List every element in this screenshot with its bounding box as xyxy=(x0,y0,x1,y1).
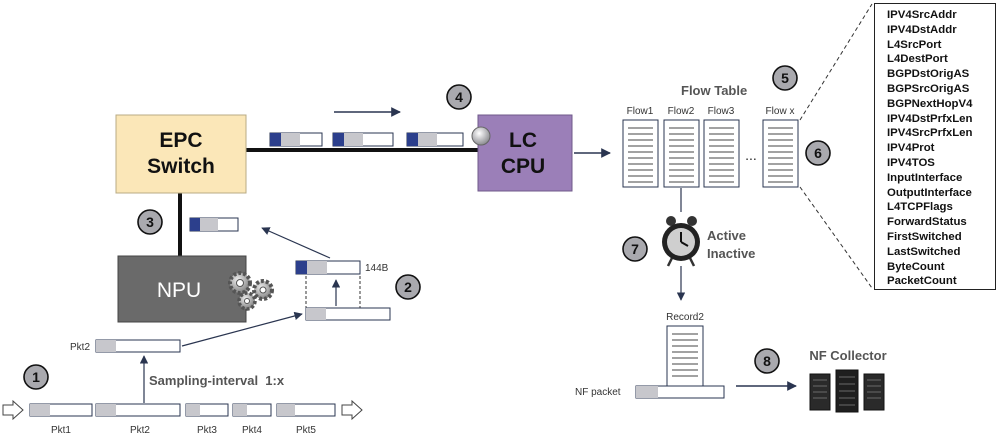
svg-text:7: 7 xyxy=(631,241,639,257)
flow-record-x xyxy=(762,119,799,188)
packet-in-npu xyxy=(305,307,391,321)
field-item: FirstSwitched xyxy=(887,230,962,243)
lc-cpu-label-1: LC xyxy=(509,129,537,152)
step-badge-8: 8 xyxy=(754,348,780,374)
packet-link-1 xyxy=(269,132,323,147)
callout-line-top xyxy=(799,3,873,121)
export-record xyxy=(666,325,704,387)
stream-in-arrow-icon xyxy=(2,399,24,421)
packet-to-epc xyxy=(189,217,239,232)
nf-collector-label: NF Collector xyxy=(809,348,886,363)
timer-label-inactive: Inactive xyxy=(707,246,755,261)
svg-text:5: 5 xyxy=(781,70,789,86)
npu: NPU xyxy=(117,255,247,323)
epc-switch: EPC Switch xyxy=(115,114,247,194)
field-item: L4TCPFlags xyxy=(887,201,953,214)
header-size-label: 144B xyxy=(365,263,389,274)
record-label: Record2 xyxy=(666,312,704,323)
flow-table-title: Flow Table xyxy=(681,83,747,98)
pkt5-label: Pkt5 xyxy=(296,425,316,436)
callout-line-bottom xyxy=(799,186,873,289)
pkt1-label: Pkt1 xyxy=(51,425,71,436)
timer-label-active: Active xyxy=(707,228,746,243)
pkt4-label: Pkt4 xyxy=(242,425,262,436)
npu-to-epc-arrow xyxy=(261,227,331,259)
step-badge-4: 4 xyxy=(446,84,472,110)
field-item: IPV4SrcAddr xyxy=(887,9,957,21)
field-item: BGPDstOrigAS xyxy=(887,68,970,81)
truncated-header xyxy=(295,260,361,275)
pkt2-copy-label: Pkt2 xyxy=(70,342,90,353)
stream-out-arrow-icon xyxy=(341,399,363,421)
step-badge-5: 5 xyxy=(772,65,798,91)
packet-link-3 xyxy=(406,132,464,147)
flow-col-2: Flow2 xyxy=(668,106,695,117)
step-badge-6: 6 xyxy=(805,140,831,166)
pkt3-label: Pkt3 xyxy=(197,425,217,436)
flow-ellipsis: ... xyxy=(745,147,757,163)
server-rack-icon xyxy=(809,369,885,413)
flow-col-3: Flow3 xyxy=(708,106,735,117)
sample-to-npu-arrow xyxy=(181,311,303,347)
field-item: OutputInterface xyxy=(887,186,972,199)
pkt2-label: Pkt2 xyxy=(130,425,150,436)
packet-stream xyxy=(29,403,336,417)
field-item: InputInterface xyxy=(887,171,963,184)
step-badge-7: 7 xyxy=(622,236,648,262)
field-item: ForwardStatus xyxy=(887,216,967,229)
sampling-interval-label: Sampling-interval 1:x xyxy=(149,373,285,388)
field-item: IPV4SrcPrfxLen xyxy=(887,127,973,140)
field-item: IPV4DstPrfxLen xyxy=(887,112,973,125)
step-badge-3: 3 xyxy=(137,209,163,235)
field-item: PacketCount xyxy=(887,275,957,288)
pkt2-copy xyxy=(95,339,181,353)
flow-col-1: Flow1 xyxy=(627,106,654,117)
epc-switch-label-2: Switch xyxy=(147,155,215,178)
field-item: ByteCount xyxy=(887,260,945,273)
flow-col-x: Flow x xyxy=(766,106,795,117)
field-item: L4SrcPort xyxy=(887,38,942,51)
field-item: BGPNextHopV4 xyxy=(887,97,973,110)
npu-label: NPU xyxy=(157,279,201,302)
field-item: L4DestPort xyxy=(887,53,948,66)
nf-packet xyxy=(635,385,725,399)
svg-text:6: 6 xyxy=(814,145,822,161)
packet-link-2 xyxy=(332,132,394,147)
svg-text:4: 4 xyxy=(455,89,463,105)
gears-icon xyxy=(228,271,274,311)
field-item: IPV4DstAddr xyxy=(887,23,957,36)
svg-text:1: 1 xyxy=(32,369,40,385)
step-badge-2: 2 xyxy=(395,274,421,300)
sampler-knob-icon xyxy=(471,126,491,146)
alarm-clock-icon xyxy=(662,216,700,267)
exported-fields-list: IPV4SrcAddr IPV4DstAddr L4SrcPort L4Dest… xyxy=(874,3,996,290)
svg-text:8: 8 xyxy=(763,353,771,369)
field-item: IPV4TOS xyxy=(887,156,935,169)
flow-record-2 xyxy=(663,119,700,188)
nf-packet-label: NF packet xyxy=(575,387,621,398)
step-badge-1: 1 xyxy=(23,364,49,390)
flow-record-3 xyxy=(703,119,740,188)
field-item: IPV4Prot xyxy=(887,142,935,155)
lc-cpu: LC CPU xyxy=(471,114,573,192)
lc-cpu-label-2: CPU xyxy=(501,155,545,178)
svg-text:3: 3 xyxy=(146,214,154,230)
field-item: LastSwitched xyxy=(887,245,961,258)
field-item: BGPSrcOrigAS xyxy=(887,82,970,95)
svg-text:2: 2 xyxy=(404,279,412,295)
flow-record-1 xyxy=(622,119,659,188)
epc-switch-label-1: EPC xyxy=(159,129,202,152)
